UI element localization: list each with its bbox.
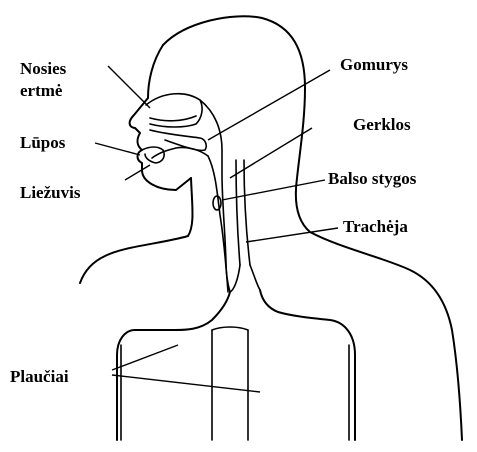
label-nasal-cavity-line1: Nosies (20, 59, 67, 78)
lungs (117, 290, 355, 440)
leader-vocal-cords (222, 180, 325, 200)
label-palate: Gomurys (340, 55, 408, 74)
label-nasal-cavity-line2: ertmė (20, 81, 63, 100)
nasal-cavity-shape (146, 94, 202, 127)
vocal-cords-shape (213, 196, 221, 210)
leader-palate (208, 70, 330, 140)
label-lungs: Plaučiai (10, 367, 69, 386)
leader-trachea (246, 228, 338, 242)
leader-lines (95, 66, 338, 392)
label-larynx: Gerklos (353, 115, 411, 134)
label-trachea: Trachėja (343, 217, 408, 236)
leader-nasal-cavity (108, 66, 150, 108)
leader-tongue (125, 165, 150, 180)
leader-lungs-right (112, 375, 260, 392)
leader-lips (95, 143, 140, 155)
labels: Nosies ertmė Gomurys Lūpos Gerklos Balso… (10, 55, 417, 386)
label-lips: Lūpos (20, 133, 66, 152)
label-tongue: Liežuvis (20, 183, 81, 202)
leader-lungs-left (112, 345, 178, 370)
label-vocal-cords: Balso stygos (328, 169, 417, 188)
pharynx-trachea (200, 100, 260, 292)
